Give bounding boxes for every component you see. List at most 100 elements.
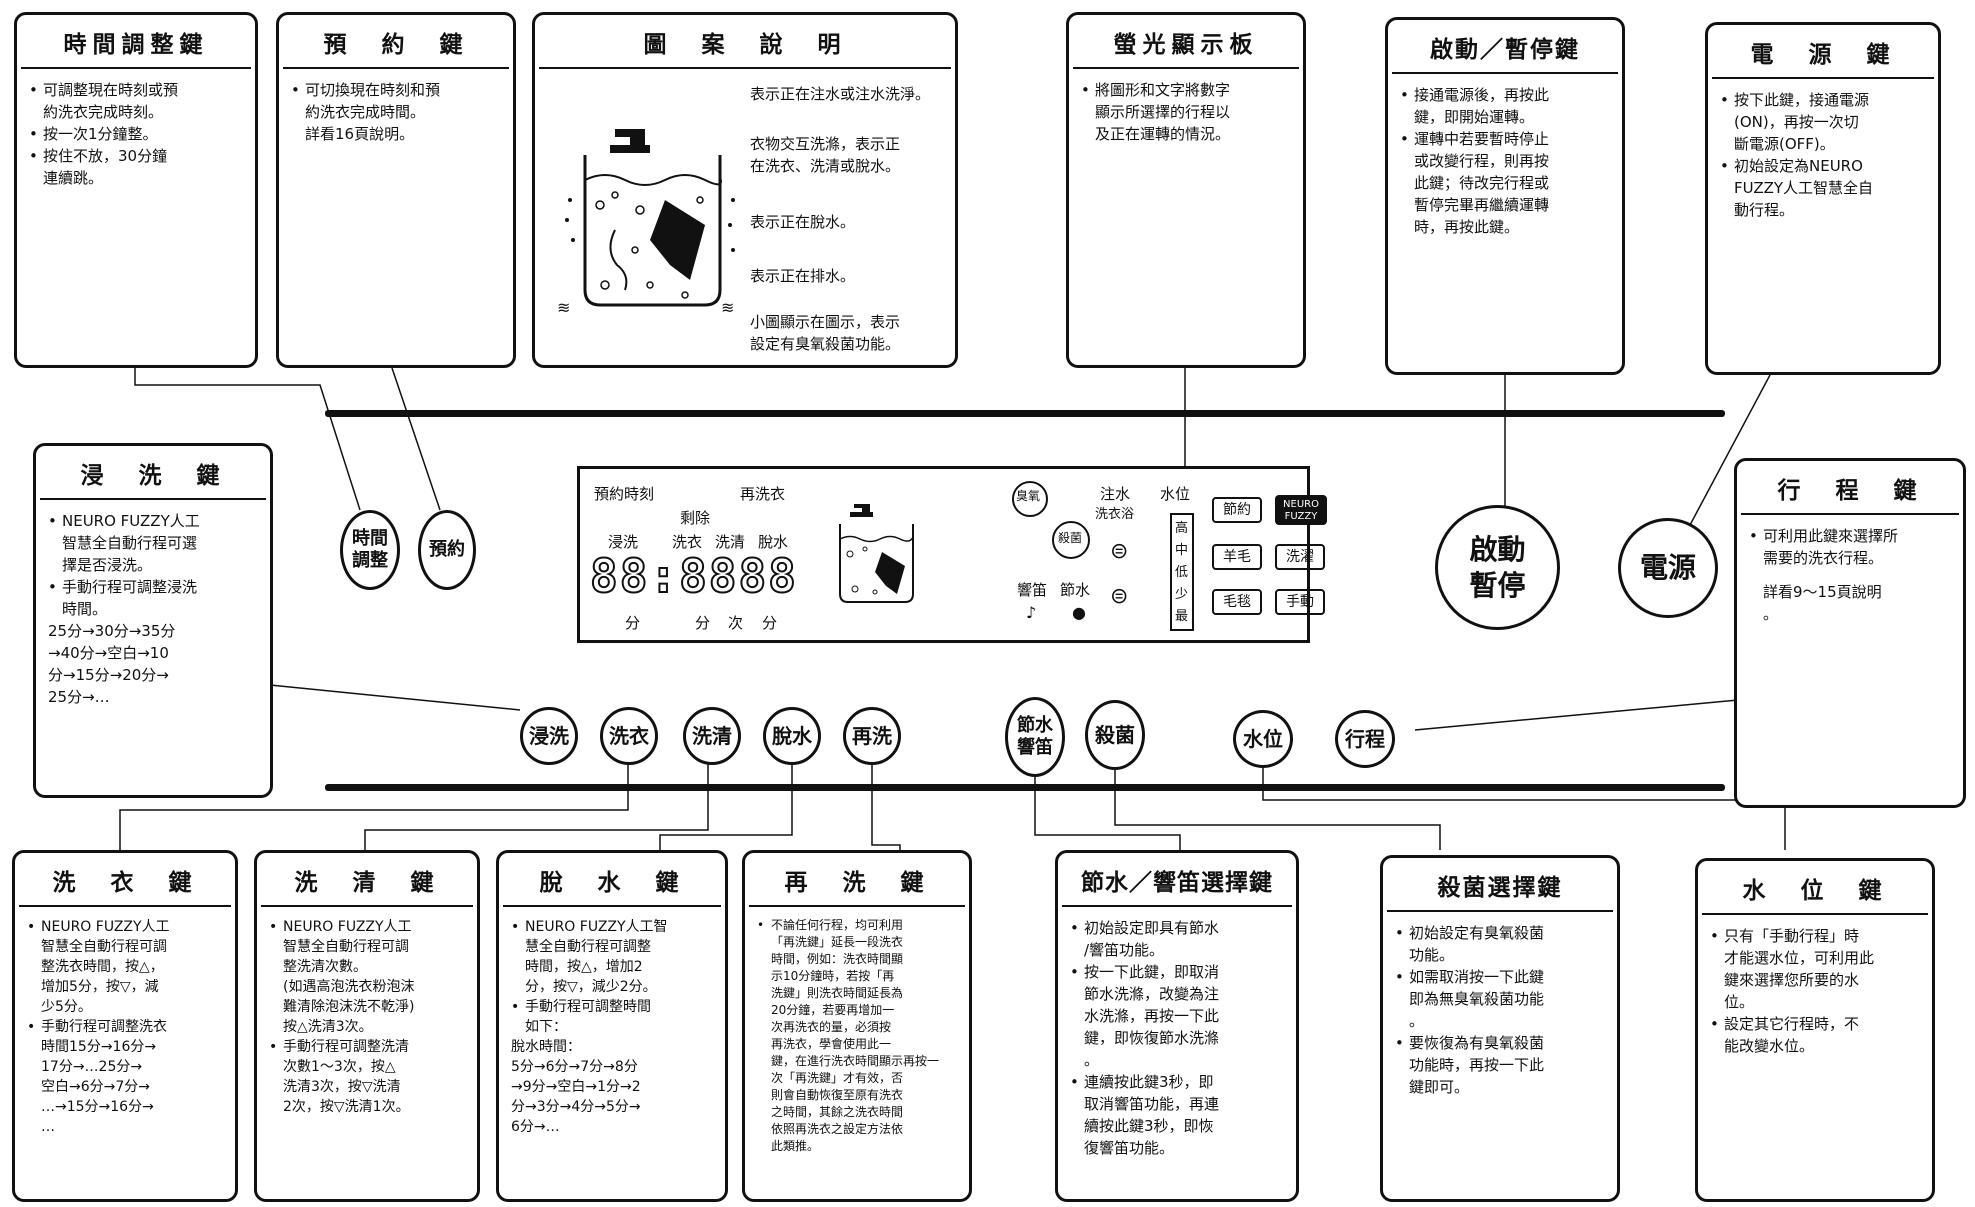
panel-unit-min: 分 <box>762 614 778 632</box>
panel-tub-icon <box>839 504 914 603</box>
box-title: 螢光顯示板 <box>1073 15 1299 69</box>
save-water-buzzer-key-box: 節水／響笛選擇鍵 初始設定即具有節水 /響笛功能。 按一下此鍵，即取消 節水洗滌… <box>1055 850 1299 1202</box>
rewash-key-box: 再 洗 鍵 不論任何行程，均可利用 「再洗鍵」延長一段洗衣 時間，例如：洗衣時間… <box>742 850 972 1202</box>
rinse-key-box: 洗 清 鍵 NEURO FUZZY人工 智慧全自動行程可調 整洗清次數。 (如遇… <box>254 850 480 1202</box>
box-item: 運轉中若要暫時停止 或改變行程，則再按 此鍵；待改完行程或 暫停完畢再繼續運轉 … <box>1400 128 1612 238</box>
water-level-item: 少 <box>1175 587 1189 602</box>
panel-unit-min: 分 <box>695 614 711 632</box>
start-pause-key-box: 啟動／暫停鍵 接通電源後，再按此 鍵，即開始運轉。 運轉中若要暫時停止 或改變行… <box>1385 17 1625 375</box>
box-title: 圖 案 說 明 <box>539 15 951 69</box>
panel-soak-label: 浸洗 <box>608 533 639 551</box>
power-button[interactable]: 電源 <box>1618 518 1718 618</box>
panel-rewash-label: 再洗衣 <box>740 485 786 503</box>
svg-text:≋: ≋ <box>721 298 734 317</box>
box-item: 初始設定即具有節水 /響笛功能。 <box>1070 917 1286 961</box>
water-level-key-box: 水 位 鍵 只有「手動行程」時 才能選水位，可利用此 鍵來選擇您所要的水 位。 … <box>1695 858 1935 1202</box>
box-item: 按下此鍵，接通電源 (ON)，再按一次切 斷電源(OFF)。 <box>1720 89 1928 155</box>
panel-water-level-label: 水位 <box>1160 485 1191 503</box>
box-item: 詳看9～15頁說明 。 <box>1763 583 1882 623</box>
panel-buzzer-label: 響笛 <box>1017 581 1048 599</box>
panel-wash-label: 洗衣 <box>672 533 703 551</box>
legend-annotation: 表示正在排水。 <box>750 267 856 285</box>
reserve-key-box: 預 約 鍵 可切換現在時刻和預 約洗衣完成時間。 詳看16頁說明。 <box>276 12 516 368</box>
wash-button[interactable]: 洗衣 <box>600 707 658 765</box>
soak-button[interactable]: 浸洗 <box>520 707 578 765</box>
course-button[interactable]: 行程 <box>1335 710 1395 768</box>
course-indicator-blanket: 毛毯 <box>1212 589 1262 615</box>
box-item: 按住不放，30分鐘 連續跳。 <box>29 145 245 189</box>
sterilize-bubble-icon <box>1052 521 1090 559</box>
panel-sterilize-label: 殺菌 <box>1058 531 1083 545</box>
box-title: 啟動／暫停鍵 <box>1392 20 1618 74</box>
box-title: 水 位 鍵 <box>1702 861 1928 915</box>
box-item: NEURO FUZZY人工 智慧全自動行程可調 整洗衣時間，按△， 增加5分，按… <box>27 917 225 1017</box>
box-item: 不論任何行程，均可利用 「再洗鍵」延長一段洗衣 時間，例如：洗衣時間顯 示10分… <box>757 917 959 1155</box>
panel-rinse-label: 洗清 <box>715 533 746 551</box>
box-title: 預 約 鍵 <box>283 15 509 69</box>
box-title: 洗 清 鍵 <box>261 853 473 907</box>
washing-tub-icon: ≋ ≋ <box>557 129 735 317</box>
rinse-button[interactable]: 洗清 <box>683 707 741 765</box>
water-level-item: 低 <box>1175 565 1189 580</box>
panel-ozone-label: 臭氧 <box>1016 489 1041 503</box>
course-indicator-neuro-fuzzy: NEURO FUZZY <box>1275 495 1327 525</box>
box-item: 可調整現在時刻或預 約洗衣完成時刻。 <box>29 79 245 123</box>
box-title: 時間調整鍵 <box>21 15 251 69</box>
water-level-item: 中 <box>1175 543 1189 558</box>
save-water-buzzer-button[interactable]: 節水 響笛 <box>1005 697 1065 777</box>
box-item: 要恢復為有臭氧殺菌 功能時，再按一下此 鍵即可。 <box>1395 1032 1607 1098</box>
box-item: 接通電源後，再按此 鍵，即開始運轉。 <box>1400 84 1612 128</box>
water-level-item: 最 <box>1175 609 1189 624</box>
box-item: 初始設定有臭氧殺菌 功能。 <box>1395 922 1607 966</box>
fluorescent-display-panel: 預約時刻 再洗衣 剩除 浸洗 洗衣 洗清 脫水 88:8888 分 分 次 分 … <box>577 466 1327 643</box>
box-item: NEURO FUZZY人工 智慧全自動行程可選 擇是否浸洗。 <box>48 510 260 576</box>
box-title: 行 程 鍵 <box>1741 461 1959 515</box>
legend-annotation: 衣物交互洗滌，表示正 在洗衣、洗清或脫水。 <box>750 135 901 175</box>
course-indicator-wash: 洗濯 <box>1275 544 1325 570</box>
course-indicator-economy: 節約 <box>1212 497 1262 523</box>
time-adjust-button[interactable]: 時間 調整 <box>340 510 400 590</box>
box-title: 浸 洗 鍵 <box>40 446 266 500</box>
water-level-scale: 高 中 低 少 最 <box>1170 513 1194 631</box>
sterilize-button[interactable]: 殺菌 <box>1085 700 1145 770</box>
rewash-button[interactable]: 再洗 <box>843 707 901 765</box>
faucet-icon <box>850 504 873 517</box>
water-drop-icon: ● <box>1072 603 1086 622</box>
box-item: 初始設定為NEURO FUZZY人工智慧全自 動行程。 <box>1720 155 1928 221</box>
faucet-icon <box>610 129 650 153</box>
soak-key-box: 浸 洗 鍵 NEURO FUZZY人工 智慧全自動行程可選 擇是否浸洗。 手動行… <box>33 443 273 798</box>
panel-spin-label: 脫水 <box>758 533 789 551</box>
box-title: 節水／響笛選擇鍵 <box>1062 853 1292 907</box>
panel-reserve-time-label: 預約時刻 <box>594 485 655 503</box>
legend-annotation: 表示正在脫水。 <box>750 213 856 231</box>
buzzer-icon: ♪ <box>1026 603 1037 622</box>
panel-unit-min: 分 <box>625 614 641 632</box>
panel-wash-state-label: 洗衣浴 <box>1095 507 1135 522</box>
time-adjust-key-box: 時間調整鍵 可調整現在時刻或預 約洗衣完成時刻。 按一次1分鐘整。 按住不放，3… <box>14 12 258 368</box>
box-title: 電 源 鍵 <box>1712 25 1934 79</box>
box-title: 脫 水 鍵 <box>503 853 721 907</box>
drain-icon: ⊜ <box>1110 539 1129 564</box>
fill-icon: ⊜ <box>1110 584 1129 609</box>
panel-bottom-rule <box>325 784 1725 791</box>
course-indicator-wool: 羊毛 <box>1212 544 1262 570</box>
start-pause-button[interactable]: 啟動 暫停 <box>1435 505 1560 630</box>
box-item: 手動行程可調整時間 如下： <box>511 997 715 1037</box>
course-key-box: 行 程 鍵 可利用此鍵來選擇所 需要的洗衣行程。 詳看9～15頁說明 。 <box>1734 458 1966 808</box>
spin-button[interactable]: 脫水 <box>763 707 821 765</box>
box-item: 只有「手動行程」時 才能選水位，可利用此 鍵來選擇您所要的水 位。 <box>1710 925 1922 1013</box>
ozone-bubble-icon <box>1012 481 1048 517</box>
wash-key-box: 洗 衣 鍵 NEURO FUZZY人工 智慧全自動行程可調 整洗衣時間，按△， … <box>12 850 238 1202</box>
box-item: 手動行程可調整洗衣 時間15分→16分→ 17分→…25分→ 空白→6分→7分→… <box>27 1017 225 1137</box>
power-key-box: 電 源 鍵 按下此鍵，接通電源 (ON)，再按一次切 斷電源(OFF)。 初始設… <box>1705 22 1941 375</box>
box-item: 按一下此鍵，即取消 節水洗滌，改變為注 水洗滌，再按一下此 鍵，即恢復節水洗滌 … <box>1070 961 1286 1071</box>
reserve-button[interactable]: 預約 <box>418 510 476 590</box>
box-item: 手動行程可調整浸洗 時間。 <box>48 576 260 620</box>
legend-box: 圖 案 說 明 ≋ ≋ 表示正在注水或注水洗淨。 衣物交互洗滌，表示正 在洗衣、… <box>532 12 958 368</box>
box-item: 可利用此鍵來選擇所 需要的洗衣行程。 <box>1749 525 1953 569</box>
spin-key-box: 脫 水 鍵 NEURO FUZZY人工智 慧全自動行程可調整 時間，按△，增加2… <box>496 850 728 1202</box>
box-item: 設定其它行程時，不 能改變水位。 <box>1710 1013 1922 1057</box>
legend-annotation: 表示正在注水或注水洗淨。 <box>750 85 931 103</box>
fluorescent-display-box: 螢光顯示板 將圖形和文字將數字 顯示所選擇的行程以 及正在運轉的情況。 <box>1066 12 1306 368</box>
water-level-button[interactable]: 水位 <box>1233 710 1293 768</box>
